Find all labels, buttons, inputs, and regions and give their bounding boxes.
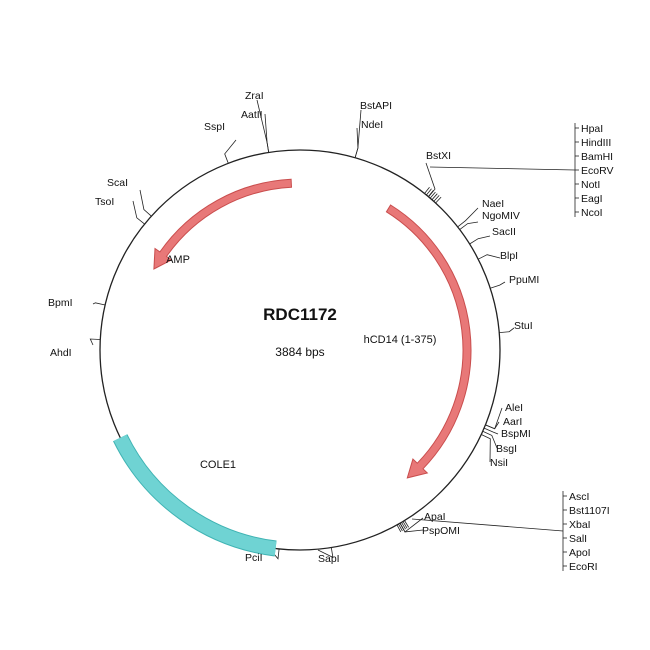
site-bspmi-leader [483, 427, 499, 435]
site-label-apoi: ApoI [569, 547, 591, 559]
site-ndei-leader [354, 127, 359, 158]
site-label-noti: NotI [581, 179, 600, 191]
site-label-ahdi: AhdI [50, 347, 72, 359]
site-labels: AMP hCD14 (1-375) COLE1 ZraI AatII BstAPI NdeI… [48, 90, 614, 573]
plasmid-name: RDC1172 [263, 305, 337, 324]
site-label-nsii: NsiI [490, 457, 508, 469]
site-label-ndei: NdeI [361, 119, 383, 131]
site-label-pcii: PciI [245, 552, 263, 564]
feature-cole1-outline [113, 434, 277, 557]
site-label-xbai: XbaI [569, 519, 591, 531]
group-1-tick [435, 196, 442, 204]
site-naei-leader [457, 207, 479, 228]
site-zrai-leader [256, 99, 270, 153]
site-aatii-leader [264, 113, 270, 153]
site-label-hpai: HpaI [581, 123, 603, 135]
site-label-apai: ApaI [424, 511, 446, 523]
site-stui-leader [499, 327, 515, 333]
site-bsgi-leader [482, 430, 498, 449]
site-label-alei: AleI [505, 402, 523, 414]
site-label-ncoi: NcoI [581, 207, 603, 219]
site-label-bamhi: BamHI [581, 151, 613, 163]
plasmid-size: 3884 bps [275, 345, 324, 359]
site-label-bst1107i: Bst1107I [569, 505, 610, 517]
group-2-tick [402, 521, 408, 529]
group-2-tick [404, 520, 410, 528]
site-sapi-leader [317, 547, 334, 559]
group-1-tick [433, 195, 440, 202]
site-ngomiv-leader [459, 221, 479, 230]
site-label-sali: SalI [569, 533, 587, 545]
feature-hcd14-1-375-arrow [385, 204, 472, 479]
site-sacii-leader [469, 235, 491, 245]
site-sspi-leader [224, 139, 237, 164]
site-bstapi-leader [354, 109, 362, 158]
site-label-scai: ScaI [107, 177, 128, 189]
site-ahdi-leader [89, 338, 101, 346]
feature-cole1 [113, 434, 277, 556]
site-pspomi-leader [399, 523, 424, 533]
group-2-connector [411, 518, 564, 532]
feature-label-hcd14-1-375: hCD14 (1-375) [364, 334, 437, 346]
site-tsoi-leader [132, 200, 145, 225]
feature-amp-arrow [153, 178, 293, 270]
site-nsii-leader [481, 434, 491, 463]
site-label-zrai: ZraI [245, 90, 264, 102]
feature-layer [113, 178, 472, 557]
site-label-ecorv: EcoRV [581, 165, 614, 177]
group-1-tick [427, 190, 434, 197]
site-label-ecori: EcoRI [569, 561, 598, 573]
group-2-tick [396, 524, 402, 533]
site-label-bstapi: BstAPI [360, 100, 392, 112]
site-bstxi-leader [425, 162, 436, 198]
feature-label-amp: AMP [166, 254, 190, 266]
group-2-tick [401, 522, 406, 530]
site-label-bspmi: BspMI [501, 428, 531, 440]
group-1-tick [426, 188, 432, 196]
site-label-sspi: SspI [204, 121, 225, 133]
group-1-tick [424, 186, 430, 194]
site-scai-leader [139, 189, 152, 217]
site-label-tsoi: TsoI [95, 196, 114, 208]
site-bpmi-leader [92, 302, 106, 306]
site-ppumi-leader [490, 281, 506, 289]
site-label-asci: AscI [569, 491, 589, 503]
group-2-tick [398, 523, 403, 532]
group-2-tick [399, 522, 405, 531]
site-label-eagi: EagI [581, 193, 603, 205]
site-label-aatii: AatII [241, 109, 263, 121]
site-label-ngomiv: NgoMIV [482, 210, 520, 222]
group-1-connector [429, 166, 576, 171]
group-1-tick [431, 193, 438, 200]
site-label-bstxi: BstXI [426, 150, 451, 162]
site-label-hindiii: HindIII [581, 137, 611, 149]
site-label-blpi: BlpI [500, 250, 518, 262]
feature-label-cole1: COLE1 [200, 459, 236, 471]
site-label-stui: StuI [514, 320, 533, 332]
site-label-sapi: SapI [318, 553, 340, 565]
site-label-pspomi: PspOMI [422, 525, 460, 537]
site-label-naei: NaeI [482, 198, 504, 210]
site-label-aari: AarI [503, 416, 522, 428]
site-label-bpmi: BpmI [48, 297, 73, 309]
site-label-bsgi: BsgI [496, 443, 517, 455]
group-1-tick [429, 191, 436, 199]
site-blpi-leader [478, 254, 501, 260]
site-label-sacii: SacII [492, 226, 516, 238]
backbone-circle [99, 149, 501, 551]
site-leader-lines [89, 99, 579, 571]
site-aari-leader [485, 421, 500, 430]
site-label-ppumi: PpuMI [509, 274, 539, 286]
